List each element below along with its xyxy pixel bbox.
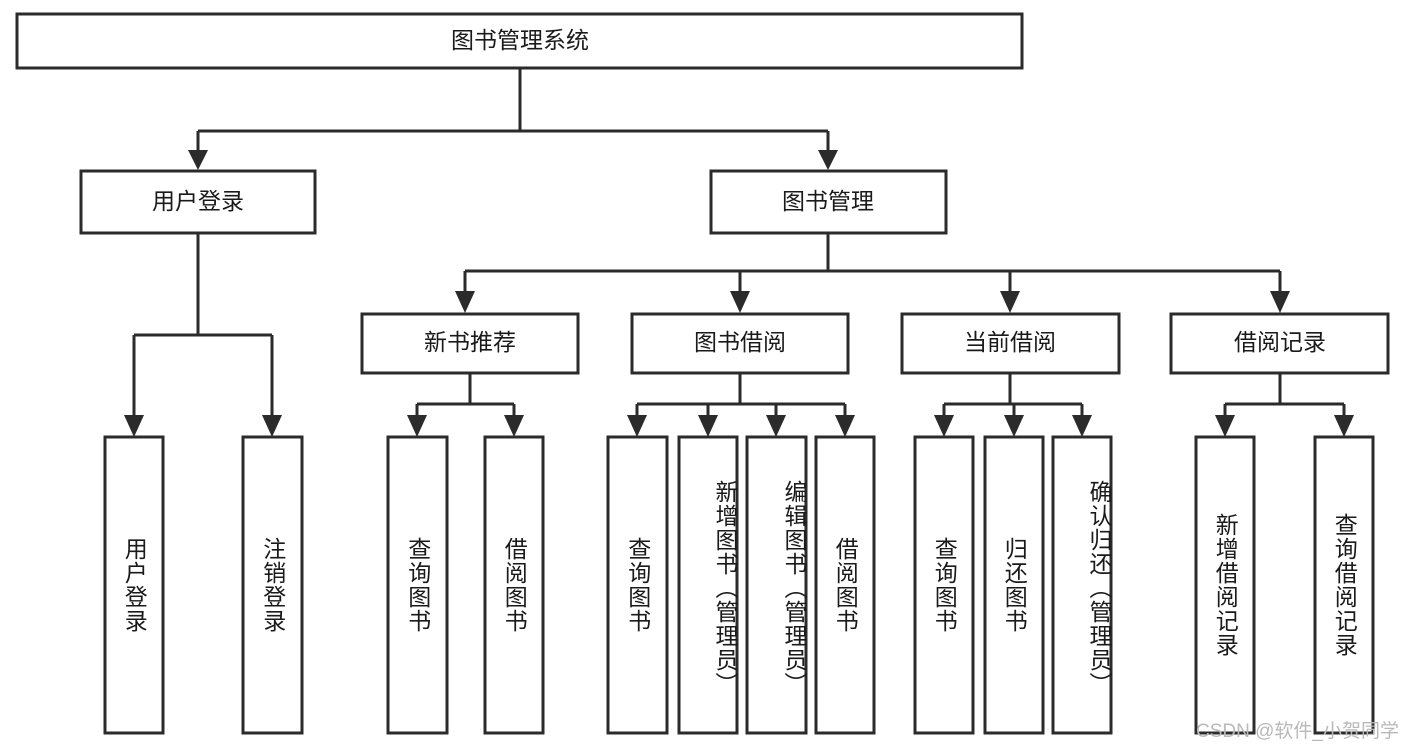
connector-layer <box>124 68 1354 437</box>
arrow-head-leaf-user-login <box>124 415 144 437</box>
node-user-login[interactable] <box>79 169 317 235</box>
arrow-head-book-mgmt <box>818 150 838 170</box>
arrow-head-nb-leaf-2 <box>504 415 524 437</box>
arrow-head-bb-leaf-2 <box>698 415 718 437</box>
arrow-head-bb-leaf-4 <box>835 415 855 437</box>
csdn-watermark: CSDN @软件_小贺同学 <box>1196 721 1399 742</box>
arrow-head-cb-leaf-2 <box>1004 415 1024 437</box>
node-leaf-nb-borrow-book[interactable] <box>483 435 545 735</box>
node-leaf-cb-return-book[interactable] <box>983 435 1045 735</box>
arrow-head-br-leaf-2 <box>1334 415 1354 437</box>
node-leaf-cb-confirm-return[interactable] <box>1051 435 1113 735</box>
node-borrow-record[interactable] <box>1169 312 1390 375</box>
arrow-head-new-book <box>455 291 475 313</box>
node-user-login-label: 用户登录 <box>152 188 244 214</box>
node-leaf-br-add-record[interactable] <box>1194 435 1256 735</box>
node-book-borrow[interactable] <box>630 312 850 375</box>
node-current-borrow-label: 当前借阅 <box>964 329 1056 355</box>
node-book-borrow-label: 图书借阅 <box>694 329 786 355</box>
arrow-head-current-borrow <box>1000 291 1020 313</box>
node-root-system-label: 图书管理系统 <box>451 27 589 53</box>
node-leaf-logout[interactable] <box>241 435 304 735</box>
node-leaf-cb-query-book[interactable] <box>913 435 975 735</box>
node-leaf-user-login[interactable] <box>103 435 165 735</box>
node-leaf-bb-add-book[interactable] <box>677 435 739 735</box>
node-borrow-record-label: 借阅记录 <box>1234 329 1326 355</box>
arrow-head-nb-leaf-1 <box>407 415 427 437</box>
node-current-borrow[interactable] <box>900 312 1121 375</box>
node-leaf-nb-query-book[interactable] <box>386 435 449 735</box>
arrow-head-user-login <box>188 150 208 170</box>
arrow-head-borrow-record <box>1270 291 1290 313</box>
arrow-head-cb-leaf-3 <box>1072 415 1092 437</box>
arrow-head-leaf-logout <box>262 415 282 437</box>
node-root-system[interactable] <box>15 12 1024 70</box>
node-new-book-recommend-label: 新书推荐 <box>424 329 516 355</box>
arrow-head-bb-leaf-3 <box>766 415 786 437</box>
node-layer: 图书管理系统 用户登录 图书管理 新书推荐 图书借阅 当前借阅 借阅记录 <box>15 12 1390 735</box>
arrow-head-br-leaf-1 <box>1215 415 1235 437</box>
node-book-management-label: 图书管理 <box>782 188 874 214</box>
arrow-head-cb-leaf-1 <box>934 415 954 437</box>
node-leaf-bb-borrow-book[interactable] <box>814 435 876 735</box>
node-leaf-bb-edit-book[interactable] <box>745 435 808 735</box>
node-leaf-br-query-record[interactable] <box>1313 435 1375 735</box>
arrow-head-bb-leaf-1 <box>627 415 647 437</box>
node-book-management[interactable] <box>709 169 948 235</box>
arrow-head-book-borrow <box>730 291 750 313</box>
node-new-book-recommend[interactable] <box>360 312 580 375</box>
node-leaf-bb-query-book[interactable] <box>606 435 669 735</box>
